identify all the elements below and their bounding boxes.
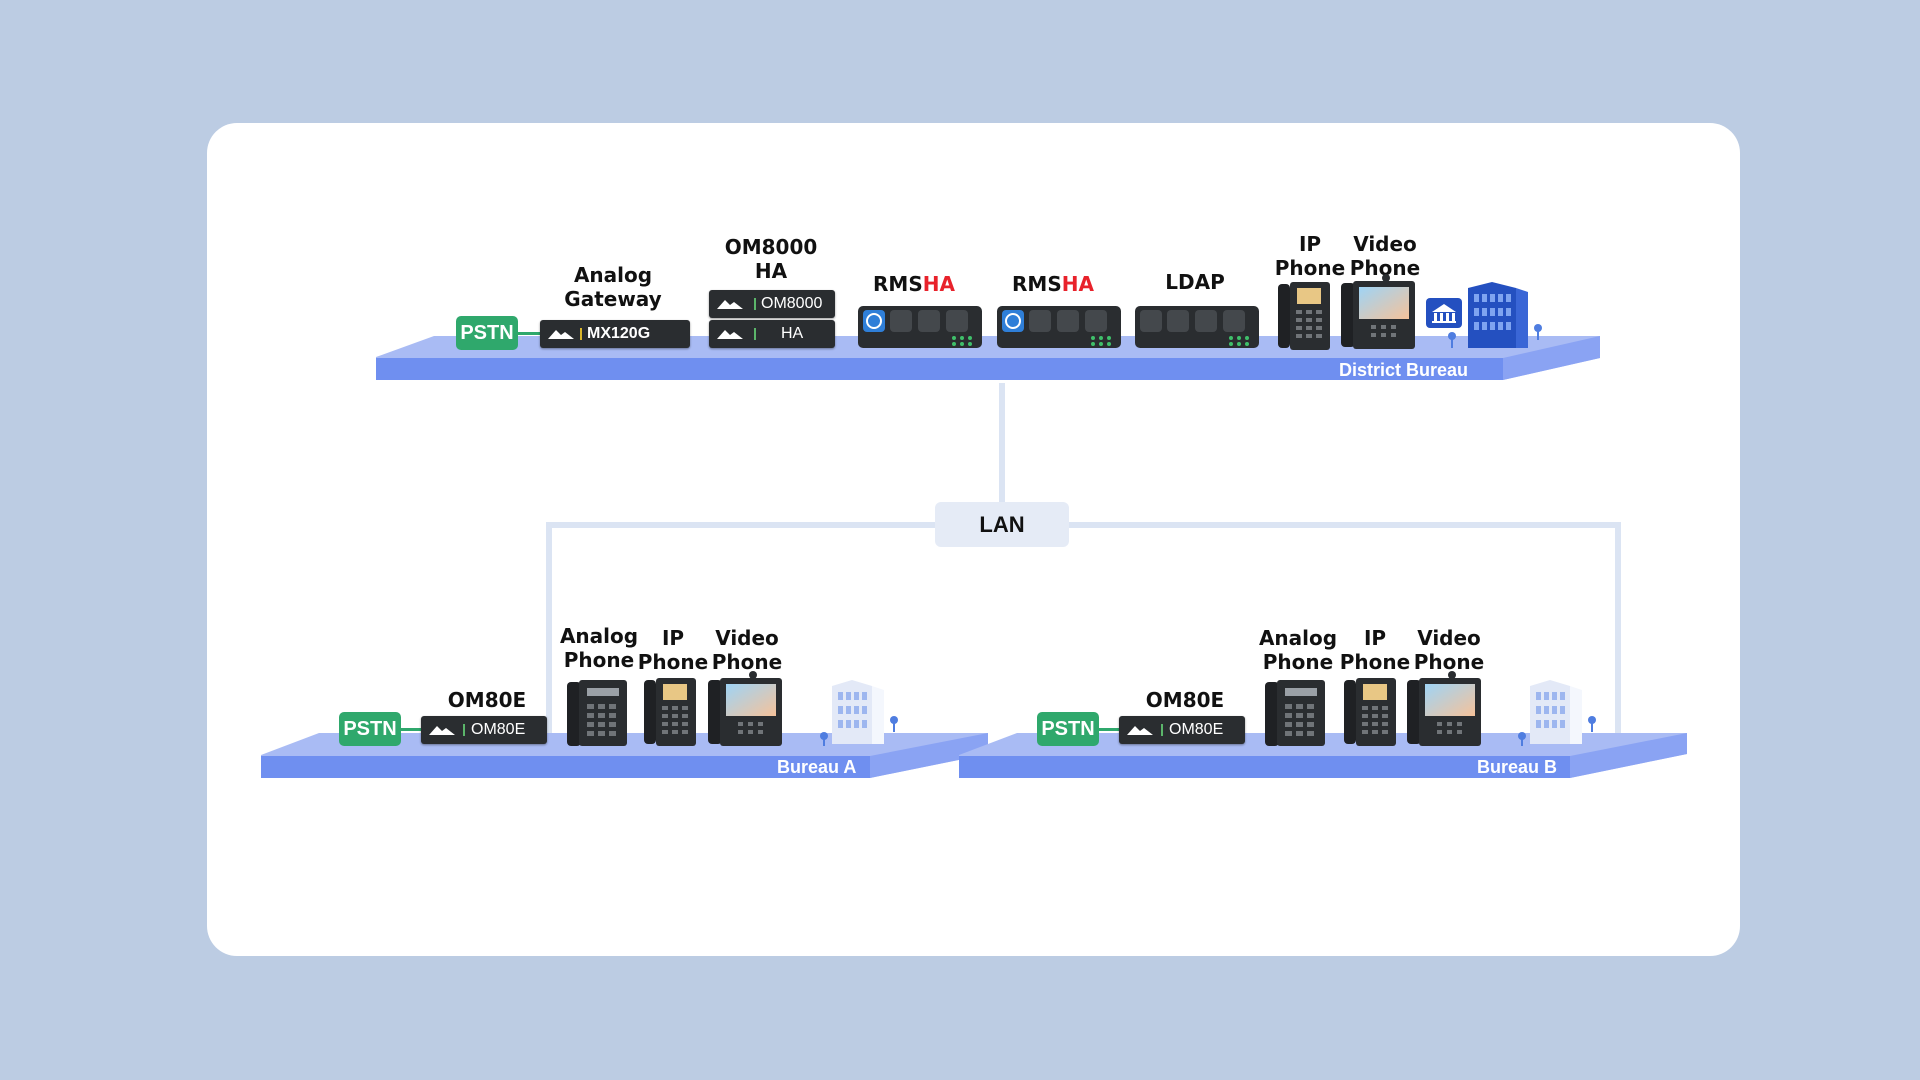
bureau-b-om80e-device: OM80E — [1119, 716, 1245, 744]
bureau-a-platform — [261, 733, 988, 778]
rms-ha-1-prefix: RMS — [873, 272, 923, 296]
lan-trunk-line — [999, 383, 1005, 505]
rms-ha-1-device — [858, 306, 982, 348]
bureau-b-pstn-link — [1099, 728, 1121, 731]
bureau-b-ip-phone — [1344, 678, 1396, 746]
bureau-b-video-phone-label: Video Phone — [1413, 626, 1485, 674]
bureau-a-analog-phone — [567, 680, 627, 746]
bureau-a-pstn-badge: PSTN — [339, 712, 401, 746]
om8000-ha-name: HA — [781, 325, 804, 342]
district-pstn-badge: PSTN — [456, 316, 518, 350]
bureau-a-office-building-icon — [820, 680, 898, 746]
district-platform-label: District Bureau — [1339, 360, 1469, 380]
newrock-logo-icon — [717, 330, 743, 339]
bureau-b-video-phone — [1407, 671, 1481, 746]
bureau-a-pstn-link — [401, 728, 423, 731]
bureau-b-platform-label: Bureau B — [1477, 757, 1558, 777]
district-ip-phone — [1278, 282, 1330, 350]
district-pstn-link — [518, 332, 540, 335]
separator — [754, 298, 756, 310]
separator — [463, 724, 465, 736]
bureau-a-om80e-device: OM80E — [421, 716, 547, 744]
bureau-b-pstn-badge: PSTN — [1037, 712, 1099, 746]
bureau-b-office-building-icon — [1518, 680, 1596, 746]
separator — [580, 328, 582, 340]
newrock-logo-icon — [717, 300, 743, 309]
lan-right-line — [1066, 522, 1621, 528]
om8000-name: OM8000 — [761, 295, 823, 312]
bureau-a-video-phone-label: Video Phone — [711, 626, 783, 674]
rms-logo-icon — [863, 310, 885, 332]
separator — [1161, 724, 1163, 736]
bureau-b-om80e-label: OM80E — [1145, 688, 1225, 712]
lan-node: LAN — [935, 502, 1069, 547]
om8000-label: OM8000 HA — [724, 235, 818, 283]
district-video-phone — [1341, 274, 1415, 349]
newrock-logo-icon — [1127, 726, 1153, 735]
rms-ha-1-label: RMSHA — [873, 272, 955, 296]
rms-logo-icon — [1002, 310, 1024, 332]
bureau-b-platform — [959, 733, 1687, 778]
bureau-b-analog-phone — [1265, 680, 1325, 746]
bureau-a-om80e-label: OM80E — [447, 688, 527, 712]
lan-left-drop-line — [546, 522, 552, 744]
bureau-a-analog-phone-label: Analog Phone — [559, 624, 639, 672]
mx120g-device: MX120G — [540, 320, 690, 348]
bureau-a-video-phone — [708, 671, 782, 746]
om8000-device: OM8000 — [709, 290, 835, 318]
rms-ha-2-label: RMSHA — [1012, 272, 1094, 296]
bureau-b-analog-phone-label: Analog Phone — [1258, 626, 1338, 674]
lan-right-drop-line — [1615, 522, 1621, 744]
newrock-logo-icon — [429, 726, 455, 735]
om8000-ha-device: HA — [709, 320, 835, 348]
office-building-icon — [1468, 282, 1542, 348]
bureau-a-platform-label: Bureau A — [777, 757, 857, 777]
bureau-b-ip-phone-label: IP Phone — [1339, 626, 1411, 674]
bureau-b-om80e-name: OM80E — [1169, 721, 1224, 738]
rms-ha-1-suffix: HA — [922, 272, 955, 296]
rms-ha-2-prefix: RMS — [1012, 272, 1062, 296]
rms-ha-2-device — [997, 306, 1121, 348]
ldap-device — [1135, 306, 1259, 348]
analog-gateway-label: Analog Gateway — [564, 263, 662, 311]
ldap-label: LDAP — [1165, 270, 1225, 294]
bureau-a-om80e-name: OM80E — [471, 721, 526, 738]
newrock-logo-icon — [548, 330, 574, 339]
mx120g-name: MX120G — [587, 325, 651, 342]
district-ip-phone-label: IP Phone — [1274, 232, 1346, 280]
bureau-a-ip-phone-label: IP Phone — [637, 626, 709, 674]
rms-ha-2-suffix: HA — [1061, 272, 1094, 296]
bureau-a-ip-phone — [644, 678, 696, 746]
separator — [754, 328, 756, 340]
government-building-icon — [1426, 298, 1462, 348]
lan-left-line — [546, 522, 938, 528]
